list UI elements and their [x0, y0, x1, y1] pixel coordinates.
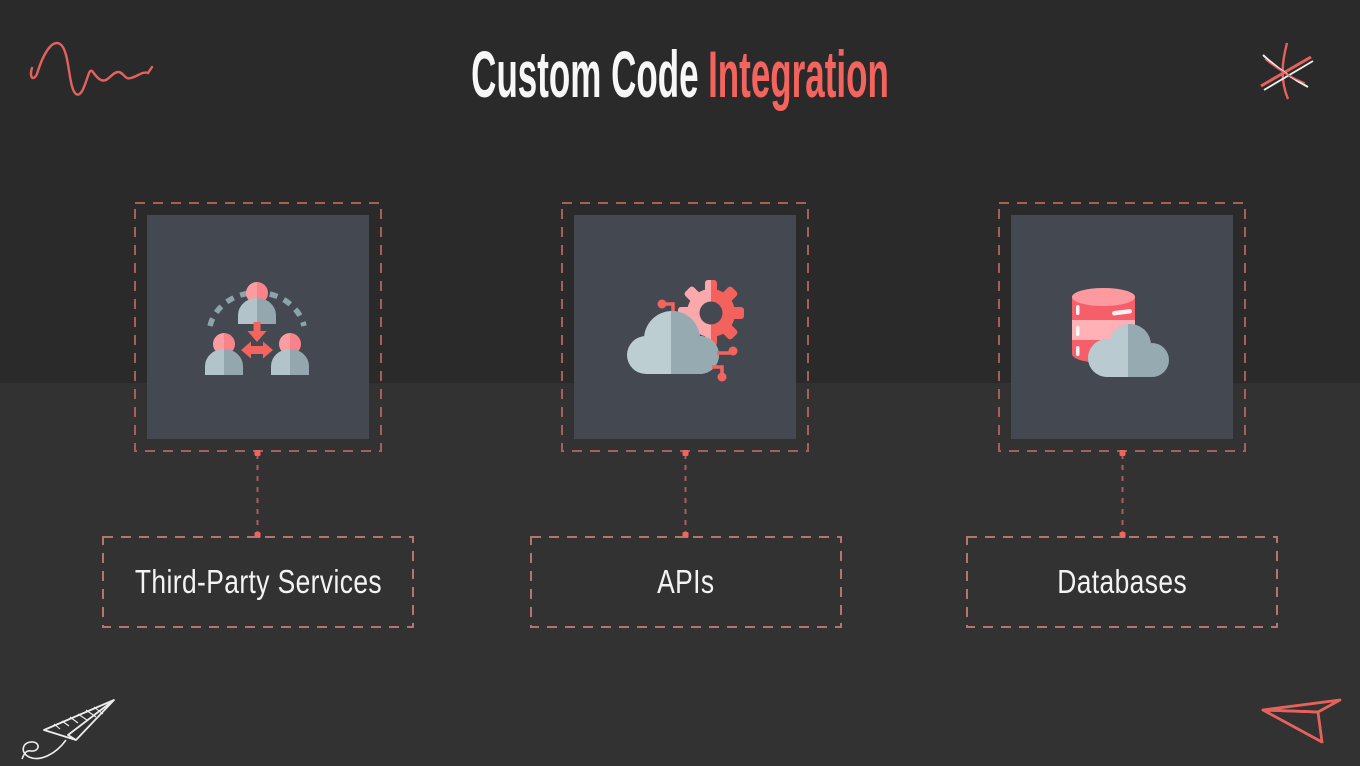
- card-third-party-services: [134, 202, 382, 452]
- card-databases: [998, 202, 1246, 452]
- card-label: APIs: [657, 563, 715, 600]
- label-databases: Databases: [966, 536, 1278, 628]
- asterisk-sketch-icon: [1260, 42, 1314, 100]
- page-title-text: Custom Code Integration: [471, 40, 889, 108]
- database-cloud-icon: [1072, 288, 1169, 377]
- scribble-wave-icon: [29, 41, 154, 96]
- paper-plane-red-icon: [1261, 698, 1342, 744]
- team-network-icon: [205, 282, 309, 375]
- page-title: Custom Code Integration: [0, 40, 1360, 108]
- connector-line: [682, 450, 689, 538]
- cloud-gear-circuit-icon: [627, 280, 744, 382]
- connector-line: [1119, 450, 1126, 538]
- paper-plane-white-icon: [21, 699, 115, 760]
- card-label: Third-Party Services: [134, 563, 382, 600]
- connector-line: [254, 450, 261, 538]
- card-label: Databases: [1057, 563, 1187, 600]
- title-accent: Integration: [708, 37, 889, 111]
- label-apis: APIs: [530, 536, 842, 628]
- icon-tile: [147, 215, 369, 439]
- label-third-party-services: Third-Party Services: [102, 536, 414, 628]
- icon-tile: [574, 215, 796, 439]
- icon-tile: [1011, 215, 1233, 439]
- card-apis: [561, 202, 809, 452]
- title-primary: Custom Code: [471, 37, 699, 111]
